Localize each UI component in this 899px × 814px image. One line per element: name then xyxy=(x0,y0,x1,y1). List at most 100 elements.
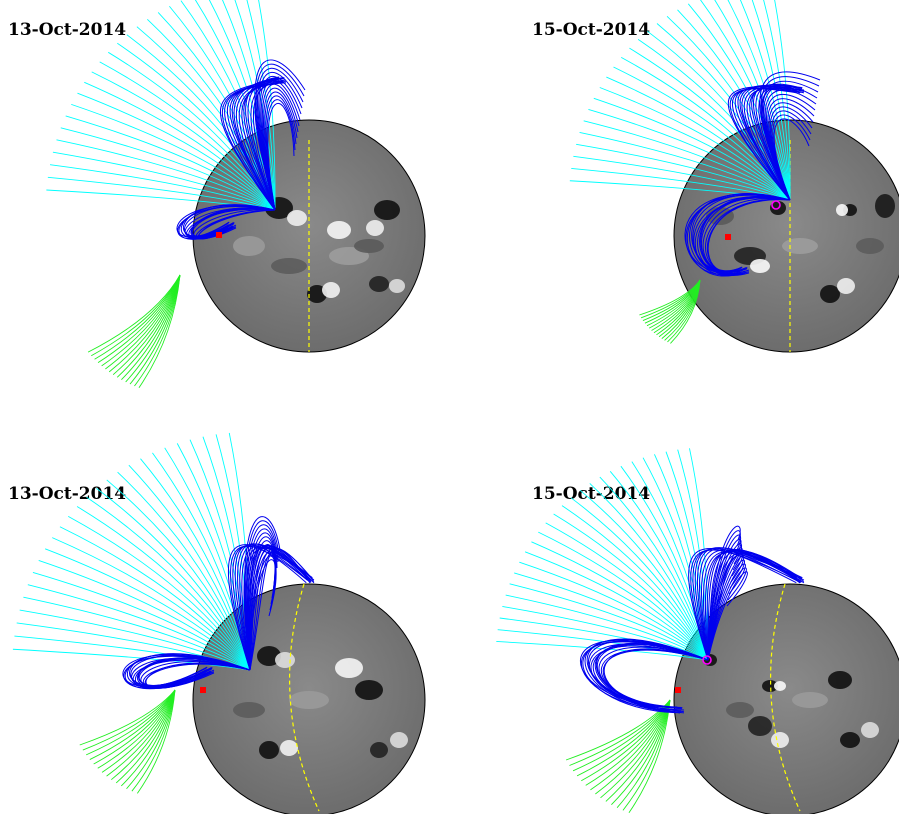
closed-field-line xyxy=(753,84,797,201)
open-field-line xyxy=(561,505,709,661)
open-field-cyan xyxy=(12,432,251,671)
closed-field-line xyxy=(727,85,803,201)
open-field-line xyxy=(509,583,709,661)
magnetic-region xyxy=(280,740,298,756)
disk-outline xyxy=(673,583,899,814)
open-field-line xyxy=(96,487,251,671)
central-meridian xyxy=(770,583,801,812)
open-field-line xyxy=(60,127,276,211)
field-lines-panel-2 xyxy=(569,0,821,344)
open-field-line xyxy=(52,151,276,211)
open-field-line xyxy=(97,689,176,769)
open-field-line xyxy=(569,699,671,766)
open-field-line xyxy=(19,609,251,671)
open-field-line xyxy=(531,541,709,661)
source-marker-icon xyxy=(702,655,712,665)
magnetic-region xyxy=(836,204,848,216)
closed-field-line xyxy=(239,543,313,671)
open-field-line xyxy=(545,522,709,661)
closed-field-line xyxy=(702,198,791,272)
magnetogram-features xyxy=(233,646,408,759)
open-field-line xyxy=(82,689,176,751)
open-field-line xyxy=(111,689,176,781)
magnetic-region xyxy=(335,658,363,678)
open-field-line xyxy=(116,274,181,378)
open-field-line xyxy=(137,689,176,794)
open-field-line xyxy=(38,560,251,671)
open-field-line xyxy=(246,0,276,211)
closed-field-line xyxy=(265,95,297,211)
closed-field-line xyxy=(773,118,810,201)
magnetic-region xyxy=(856,238,884,254)
magnetogram-features xyxy=(706,194,895,303)
open-field-line xyxy=(44,548,251,671)
closed-field-line xyxy=(230,545,308,671)
open-field-green xyxy=(565,699,671,814)
magnetic-region xyxy=(774,681,786,691)
open-field-line xyxy=(86,496,251,671)
closed-field-line xyxy=(237,543,315,671)
magnetic-region xyxy=(366,220,384,236)
open-field-line xyxy=(121,274,181,381)
closed-field-line xyxy=(246,528,278,671)
open-field-green xyxy=(79,689,176,794)
closed-field-line xyxy=(707,559,745,661)
closed-field-blue xyxy=(580,525,805,714)
closed-field-line xyxy=(234,544,311,671)
magnetic-region xyxy=(750,259,770,273)
closed-field-line xyxy=(184,207,276,238)
closed-field-line xyxy=(219,77,285,211)
open-field-line xyxy=(579,489,709,661)
open-field-line xyxy=(59,526,251,671)
open-field-line xyxy=(91,71,276,211)
panel-title-bottom-right: 15-Oct-2014 xyxy=(532,484,651,504)
open-field-line xyxy=(76,506,251,671)
solar-disk xyxy=(673,583,899,814)
closed-field-line xyxy=(131,657,251,687)
closed-field-line xyxy=(195,209,276,239)
open-field-line xyxy=(125,274,181,383)
magnetic-region xyxy=(233,702,265,718)
closed-field-line xyxy=(707,563,746,661)
central-meridian xyxy=(289,583,320,812)
magnetic-region xyxy=(861,722,879,738)
closed-field-line xyxy=(247,532,277,671)
open-field-cyan xyxy=(569,0,791,201)
open-field-line xyxy=(599,87,791,201)
disk-background xyxy=(674,584,899,814)
closed-field-line xyxy=(580,641,709,711)
closed-field-line xyxy=(707,534,742,661)
open-field-line xyxy=(222,0,276,211)
closed-field-line xyxy=(598,646,709,708)
open-field-line xyxy=(126,689,176,790)
magnetic-region xyxy=(329,247,369,265)
magnetic-region xyxy=(875,194,895,218)
open-field-line xyxy=(120,689,176,787)
flare-marker-icon xyxy=(725,234,731,240)
open-field-line xyxy=(105,274,181,370)
panel-title-top-left: 13-Oct-2014 xyxy=(8,20,127,40)
open-field-cyan xyxy=(496,448,709,661)
magnetic-region xyxy=(748,716,772,736)
open-field-line xyxy=(553,513,709,661)
magnetic-region xyxy=(233,236,265,256)
open-field-line xyxy=(128,464,251,671)
open-field-line xyxy=(496,641,709,661)
magnetic-region xyxy=(355,680,383,700)
magnetic-region xyxy=(307,285,327,303)
open-field-line xyxy=(670,279,701,344)
closed-field-blue xyxy=(122,516,315,690)
closed-field-line xyxy=(690,549,798,661)
magnetic-region xyxy=(374,200,400,220)
magnetic-region xyxy=(271,258,307,274)
magnetic-region xyxy=(369,276,389,292)
closed-field-line xyxy=(249,551,276,671)
source-marker-icon xyxy=(771,200,781,210)
open-field-green xyxy=(639,279,701,344)
open-field-line xyxy=(606,76,791,201)
open-field-line xyxy=(579,132,791,201)
open-field-line xyxy=(505,594,709,661)
open-field-line xyxy=(97,274,181,364)
open-field-line xyxy=(570,497,709,661)
open-field-line xyxy=(538,531,709,661)
